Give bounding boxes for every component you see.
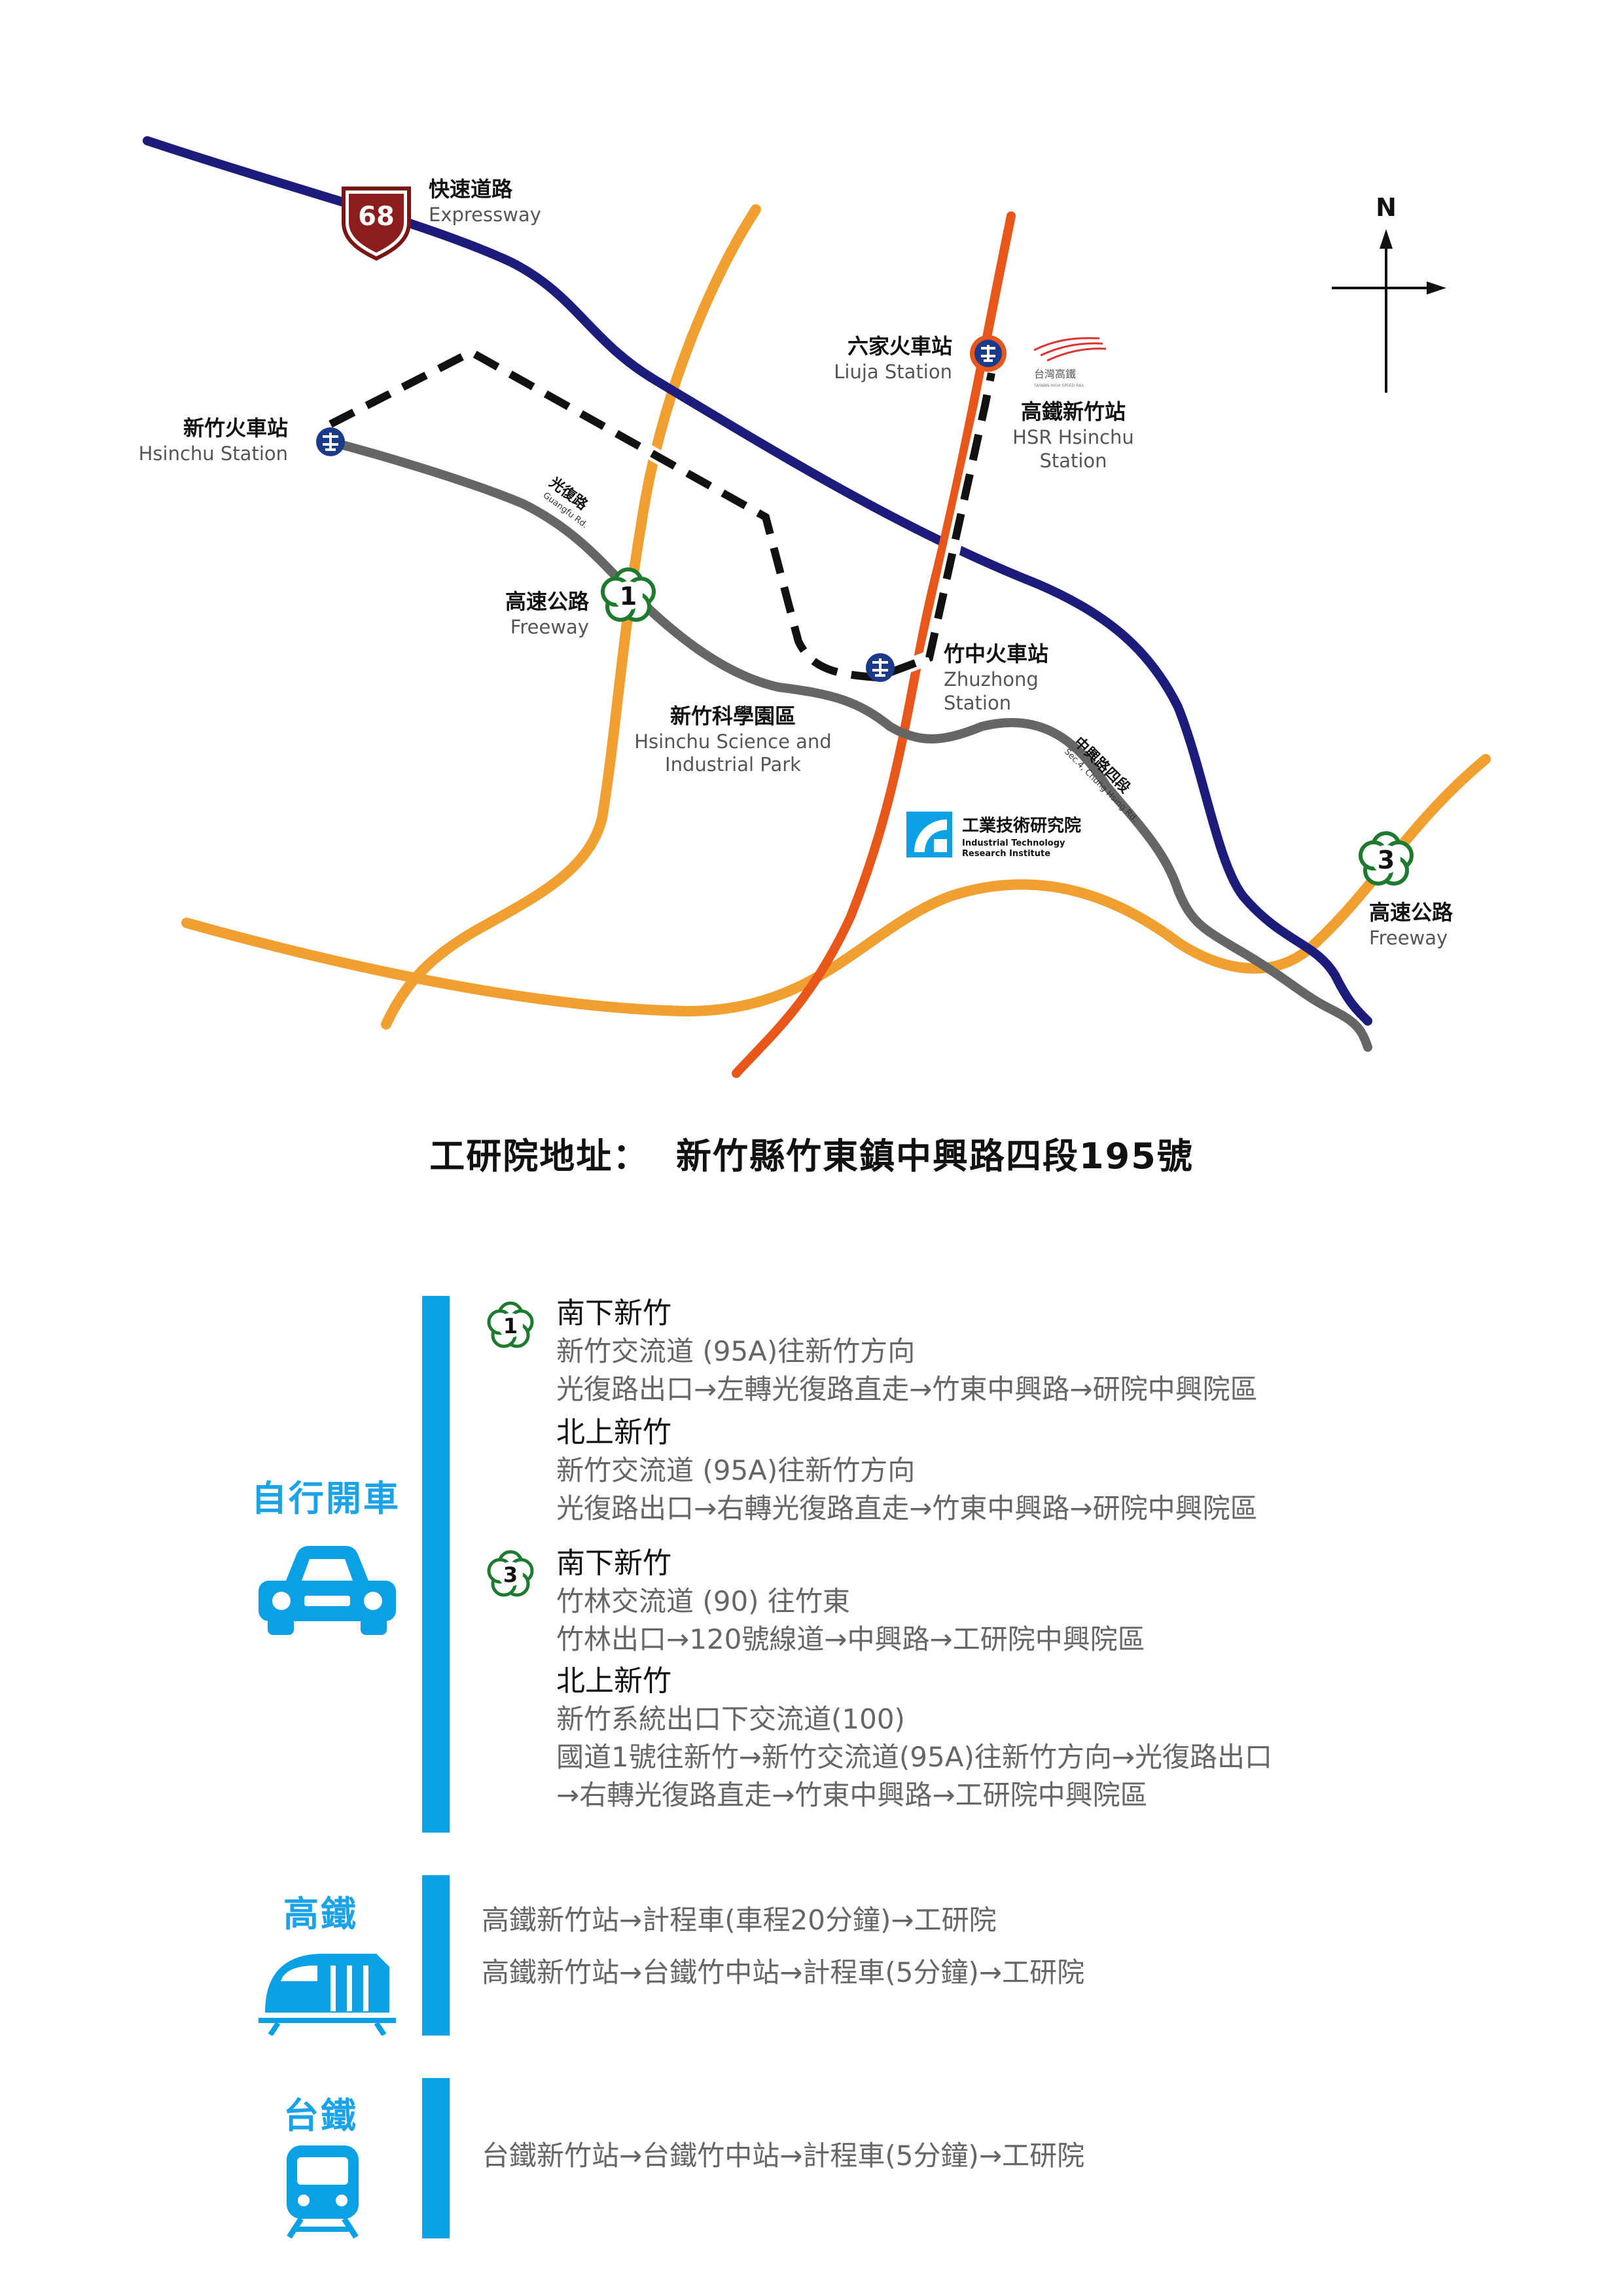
address-value: 新竹縣竹東鎮中興路四段195號 — [676, 1136, 1194, 1177]
itri-logo — [906, 812, 952, 857]
hsr-logo-cn: 台灣高鐵 — [1034, 368, 1076, 380]
freeway-1-line — [381, 204, 761, 1030]
tra-section-label: 台鐵 — [283, 2095, 358, 2136]
hsr-rail-line — [732, 211, 1016, 1078]
hsr-route-1: 高鐵新竹站→計程車(車程20分鐘)→工研院 — [482, 1904, 997, 1936]
tra-station-icon-liuja — [970, 335, 1007, 372]
car-route-3-south: 南下新竹 竹林交流道 (90) 往竹東 竹林出口→120號線道→中興路→工研院中… — [556, 1545, 1145, 1659]
route-line: 竹林交流道 (90) 往竹東 — [556, 1585, 850, 1617]
hsr-section-label: 高鐵 — [283, 1893, 358, 1935]
liuja-station-en: Liuja Station — [834, 361, 952, 383]
tra-station-icon-zhuzhong — [866, 653, 895, 682]
science-park-en2: Industrial Park — [665, 753, 801, 776]
car-route-1-north: 北上新竹 新竹交流道 (95A)往新竹方向 光復路出口→右轉光復路直走→竹東中興… — [556, 1414, 1258, 1528]
itri-en1: Industrial Technology — [962, 838, 1065, 848]
route-title: 南下新竹 — [556, 1297, 671, 1330]
car-route-1-south: 南下新竹 新竹交流道 (95A)往新竹方向 光復路出口→左轉光復路直走→竹東中興… — [556, 1295, 1258, 1408]
freeway-3-number: 3 — [1378, 846, 1395, 874]
tra-train-icon — [287, 2145, 359, 2239]
route-title: 北上新竹 — [556, 1416, 671, 1449]
freeway-1-cn: 高速公路 — [505, 589, 590, 614]
car-section-bar — [422, 1296, 450, 1833]
route-line: 新竹系統出口下交流道(100) — [556, 1703, 905, 1735]
hsr-section-bar — [422, 1875, 450, 2036]
hsr-route-2: 高鐵新竹站→台鐵竹中站→計程車(5分鐘)→工研院 — [482, 1956, 1085, 1988]
freeway-1-route-badge: 1 — [487, 1301, 534, 1348]
expressway-number: 68 — [358, 202, 395, 232]
address-label: 工研院地址： — [429, 1136, 650, 1177]
route-title: 北上新竹 — [556, 1664, 671, 1698]
route-badge-3-number: 3 — [503, 1562, 518, 1587]
route-line: 新竹交流道 (95A)往新竹方向 — [556, 1335, 916, 1367]
hsr-station-en1: HSR Hsinchu — [1012, 426, 1134, 448]
science-park-en1: Hsinchu Science and — [634, 730, 831, 753]
car-route-3-north: 北上新竹 新竹系統出口下交流道(100) 國道1號往新竹→新竹交流道(95A)往… — [556, 1662, 1272, 1814]
route-title: 南下新竹 — [556, 1547, 671, 1580]
route-line: 國道1號往新竹→新竹交流道(95A)往新竹方向→光復路出口 — [556, 1741, 1273, 1773]
itri-en2: Research Institute — [962, 849, 1050, 859]
expressway-label-cn: 快速道路 — [429, 177, 513, 202]
route-line: 光復路出口→右轉光復路直走→竹東中興路→研院中興院區 — [556, 1492, 1258, 1524]
north-arrow: N — [1332, 193, 1446, 393]
hsr-station-en2: Station — [1039, 450, 1107, 472]
freeway-3-en: Freeway — [1369, 927, 1448, 949]
zhuzhong-station-en1: Zhuzhong — [944, 668, 1039, 691]
route-badge-1-number: 1 — [503, 1314, 518, 1338]
expressway-label-en: Expressway — [429, 204, 541, 226]
freeway-3-cn: 高速公路 — [1369, 900, 1454, 925]
tra-route-1: 台鐵新竹站→台鐵竹中站→計程車(5分鐘)→工研院 — [482, 2140, 1085, 2172]
route-line: 新竹交流道 (95A)往新竹方向 — [556, 1454, 916, 1486]
hsr-station-cn: 高鐵新竹站 — [1021, 399, 1126, 424]
freeway-1-badge: 1 — [601, 567, 656, 622]
guangfu-zhongxing-road — [326, 437, 1372, 1052]
tra-section-bar — [422, 2078, 450, 2238]
route-line: 竹林出口→120號線道→中興路→工研院中興院區 — [556, 1623, 1145, 1655]
freeway-1-number: 1 — [620, 582, 637, 611]
expressway-68-shield: 68 — [342, 187, 411, 261]
zhuzhong-station-cn: 竹中火車站 — [944, 641, 1048, 666]
route-line: 光復路出口→左轉光復路直走→竹東中興路→研院中興院區 — [556, 1373, 1258, 1405]
hsinchu-station-cn: 新竹火車站 — [183, 416, 288, 440]
car-icon — [259, 1546, 396, 1635]
route-line: →右轉光復路直走→竹東中興路→工研院中興院區 — [556, 1779, 1148, 1811]
hsr-logo: 台灣高鐵 TAIWAN HIGH SPEED RAIL — [1033, 337, 1107, 388]
tra-station-icon-hsinchu — [316, 427, 345, 456]
expressway-68-line — [143, 136, 1372, 1026]
liuja-station-cn: 六家火車站 — [847, 334, 952, 359]
science-park-cn: 新竹科學園區 — [670, 704, 796, 728]
route-map: 68 快速道路 Expressway N 新竹火車站 Hsinchu Stati… — [139, 136, 1491, 1078]
freeway-3-badge: 3 — [1359, 831, 1414, 886]
freeway-3-route-badge: 3 — [487, 1550, 534, 1597]
hsinchu-station-en: Hsinchu Station — [139, 442, 288, 465]
address-line: 工研院地址： 新竹縣竹東鎮中興路四段195號 — [0, 1127, 1623, 1179]
itri-cn: 工業技術研究院 — [962, 816, 1081, 836]
zhuzhong-station-en2: Station — [944, 692, 1011, 714]
hsr-logo-en: TAIWAN HIGH SPEED RAIL — [1033, 384, 1085, 388]
hsr-train-icon — [259, 1954, 396, 2036]
car-section-label: 自行開車 — [251, 1478, 401, 1519]
freeway-3-line — [181, 754, 1491, 1017]
north-label: N — [1376, 193, 1397, 222]
freeway-1-en: Freeway — [510, 616, 589, 638]
